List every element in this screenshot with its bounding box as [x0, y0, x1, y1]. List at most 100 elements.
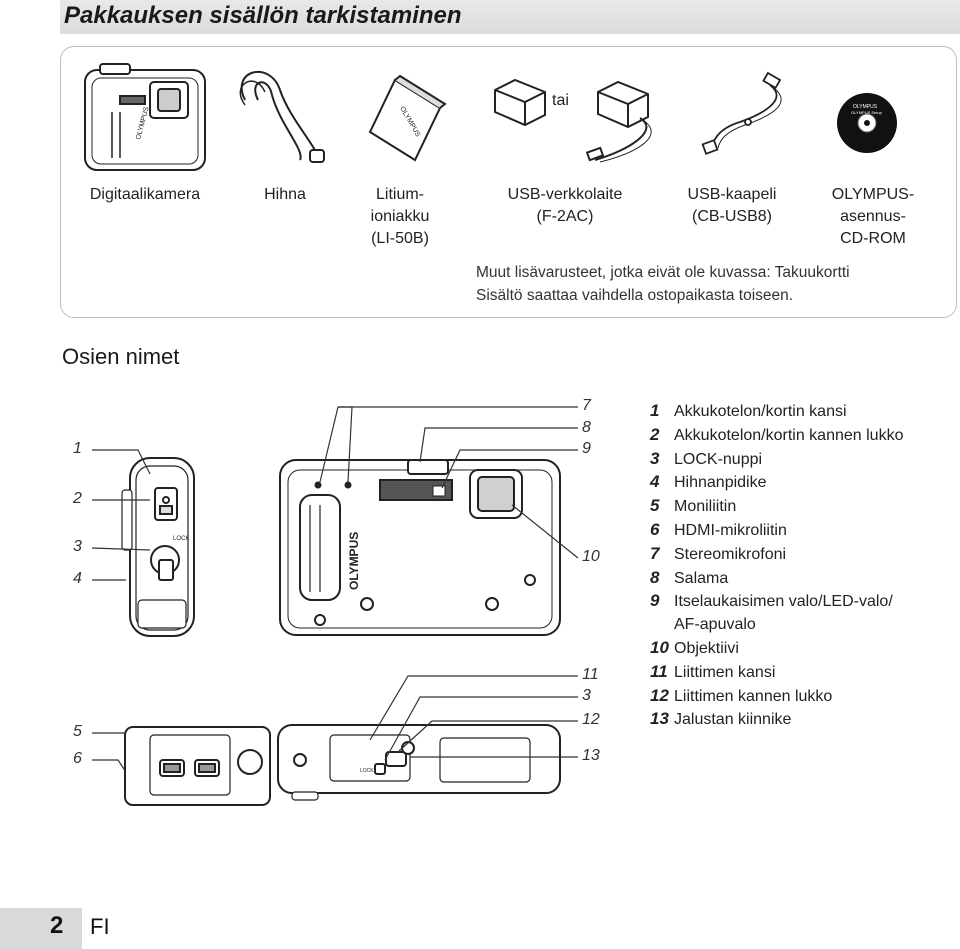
part-name: LOCK-nuppi — [674, 450, 763, 468]
camera-side-view: LOCK — [121, 457, 195, 637]
item-label-line: ioniakku — [370, 208, 430, 225]
part-number: 10 — [650, 637, 669, 657]
part-name: AF-apuvalo — [674, 616, 756, 634]
item-label-strap: Hihna — [240, 184, 330, 206]
cd-brand-text: OLYMPUS — [853, 104, 878, 110]
item-label-line: Litium- — [375, 186, 424, 203]
item-label-line: OLYMPUS- — [831, 186, 915, 203]
part-number: 3 — [650, 448, 660, 468]
lock-text: LOCK — [173, 536, 189, 542]
part-name: Objektiivi — [674, 639, 739, 657]
part-name: Hihnanpidike — [674, 474, 767, 492]
part-name: Stereomikrofoni — [674, 545, 787, 563]
usb-cable-illustration — [701, 71, 782, 155]
camera-bottom-view: LOCK — [277, 724, 561, 801]
parts-list-item: 12 Liittimen kannen lukko — [650, 685, 960, 709]
parts-list: 1 Akkukotelon/kortin kansi 2 Akkukotelon/k… — [650, 400, 960, 732]
battery-illustration: OLYMPUS — [368, 74, 447, 162]
item-label-line: CD-ROM — [840, 230, 906, 247]
part-name: Moniliitin — [674, 498, 737, 516]
item-label-line: Hihna — [264, 186, 306, 203]
page-language: FI — [90, 914, 110, 939]
or-label: tai — [552, 92, 569, 109]
item-label-line: asennus- — [840, 208, 906, 225]
part-name: Jalustan kiinnike — [674, 711, 792, 729]
item-label-line: Digitaalikamera — [89, 186, 201, 203]
usb-ac-adapter-illustration — [494, 78, 652, 163]
callout-number: 6 — [73, 750, 82, 767]
section-title: Osien nimet — [62, 344, 180, 369]
callout-number: 1 — [73, 440, 82, 457]
part-number: 9 — [650, 591, 660, 611]
callout-number: 9 — [582, 440, 591, 457]
item-label-line: USB-verkkolaite — [507, 186, 623, 203]
callout-number: 10 — [582, 548, 600, 565]
item-label-battery: Litium- ioniakku (LI-50B) — [350, 184, 450, 250]
callout-number: 12 — [582, 711, 600, 728]
parts-list-item: 1 Akkukotelon/kortin kansi — [650, 400, 960, 424]
note-contents-vary: Sisältö saattaa vaihdella ostopaikasta t… — [476, 287, 794, 304]
item-label-usb-ac-adapter: USB-verkkolaite (F-2AC) — [490, 184, 640, 228]
callout-number: 2 — [73, 490, 82, 507]
part-number: 13 — [650, 709, 669, 729]
callout-number: 4 — [73, 570, 82, 587]
parts-list-item: 4 Hihnanpidike — [650, 471, 960, 495]
callout-number: 8 — [582, 419, 591, 436]
parts-list-item: 7 Stereomikrofoni — [650, 543, 960, 567]
page-number: 2 — [50, 912, 64, 939]
bottom-lock-text: LOCK — [360, 768, 374, 774]
item-label-line: USB-kaapeli — [687, 186, 777, 203]
parts-list-item: 13 Jalustan kiinnike — [650, 708, 960, 732]
part-name: Salama — [674, 569, 729, 587]
callout-number: 11 — [582, 666, 599, 683]
part-name: Akkukotelon/kortin kansi — [674, 403, 847, 420]
callout-lines-front — [319, 406, 579, 559]
part-name: Liittimen kannen lukko — [674, 687, 833, 705]
part-number: 7 — [650, 543, 660, 563]
part-number: 8 — [650, 567, 660, 587]
callout-number: 5 — [73, 723, 82, 740]
item-label-usb-cable: USB-kaapeli (CB-USB8) — [662, 184, 802, 228]
callout-number: 3 — [582, 687, 591, 704]
camera-front-view: OLYMPUS — [279, 459, 561, 636]
note-other-accessories: Muut lisävarusteet, jotka eivät ole kuva… — [476, 264, 850, 281]
item-label-line: (CB-USB8) — [691, 208, 772, 225]
parts-list-item-continuation: AF-apuvalo — [650, 614, 960, 637]
page-title: Pakkauksen sisällön tarkistaminen — [64, 2, 462, 29]
parts-list-item: 5 Moniliitin — [650, 495, 960, 519]
callout-number: 7 — [582, 397, 591, 414]
contents-box — [60, 46, 957, 318]
front-brand-text: OLYMPUS — [347, 532, 361, 590]
item-label-line: (F-2AC) — [536, 208, 594, 225]
part-number: 4 — [650, 472, 660, 492]
part-name: HDMI-mikroliitin — [674, 521, 787, 539]
part-name: Itselaukaisimen valo/LED-valo/ — [674, 593, 893, 611]
part-name: Akkukotelon/kortin kannen lukko — [674, 426, 904, 444]
item-label-camera: Digitaalikamera — [80, 184, 210, 206]
parts-list-item: 8 Salama — [650, 567, 960, 591]
parts-list-item: 3 LOCK-nuppi — [650, 448, 960, 472]
cd-label-text: OLYMPUS Setup — [851, 110, 883, 115]
cd-rom-illustration: OLYMPUS OLYMPUS Setup — [837, 93, 897, 153]
parts-list-item: 2 Akkukotelon/kortin kannen lukko — [650, 424, 960, 448]
title-bar — [60, 0, 960, 34]
part-number: 2 — [650, 424, 660, 444]
callout-number: 13 — [582, 747, 600, 764]
strap-illustration — [239, 71, 325, 163]
parts-list-item: 11 Liittimen kansi — [650, 661, 960, 685]
camera-port-view — [124, 726, 271, 806]
part-number: 1 — [650, 401, 660, 420]
item-label-line: (LI-50B) — [371, 230, 429, 247]
parts-list-item: 10 Objektiivi — [650, 637, 960, 661]
page-number-tab — [0, 908, 82, 949]
callout-number: 3 — [73, 538, 82, 555]
part-number: 11 — [650, 661, 668, 681]
camera-illustration: OLYMPUS — [84, 63, 206, 171]
parts-list-item: 9 Itselaukaisimen valo/LED-valo/ — [650, 590, 960, 614]
part-number: 12 — [650, 685, 669, 705]
part-name: Liittimen kansi — [674, 663, 776, 681]
part-number: 5 — [650, 496, 660, 516]
item-label-cd-rom: OLYMPUS- asennus- CD-ROM — [808, 184, 938, 250]
